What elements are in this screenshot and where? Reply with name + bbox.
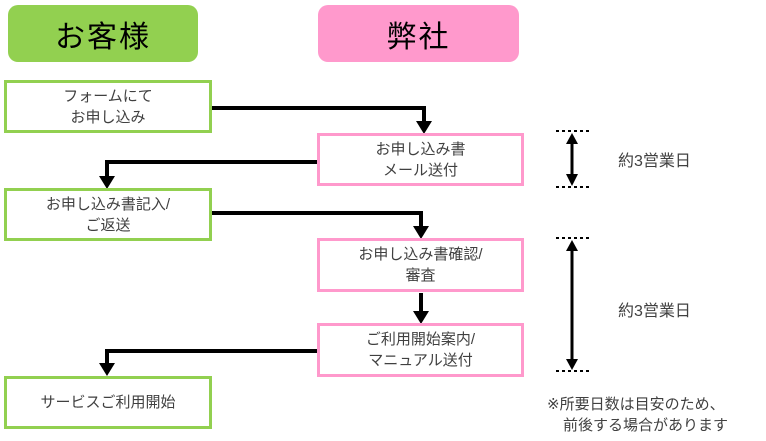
step-service-start: サービスご利用開始 <box>4 376 212 429</box>
arrow-company3-to-customer3 <box>99 349 317 376</box>
duration-label-1: 約3営業日 <box>618 153 691 170</box>
step-form-application: フォームにて お申し込み <box>4 80 212 133</box>
customer-lane-label: お客様 <box>55 20 151 54</box>
step-confirm-and-review: お申し込み書確認/ 審査 <box>317 238 524 292</box>
footnote-line-2: 前後する場合があります <box>563 417 729 434</box>
arrow-company2-to-company3 <box>413 293 429 324</box>
step-text-line: マニュアル送付 <box>368 352 473 369</box>
step-fill-and-return-form: お申し込み書記入/ ご返送 <box>4 188 212 241</box>
step-text-line: メール送付 <box>382 161 458 179</box>
step-text-line: サービスご利用開始 <box>40 394 176 411</box>
step-text-line: お申し込み書確認/ <box>358 246 483 263</box>
step-text-line: お申し込み <box>70 108 146 126</box>
arrow-customer2-to-company2 <box>212 211 429 239</box>
duration-measure-2 <box>556 237 591 372</box>
step-text-line: お申し込み書記入/ <box>45 195 171 213</box>
arrow-company1-to-customer2 <box>99 160 317 189</box>
footnote-line-1: ※所要日数は目安のため、 <box>547 396 725 413</box>
step-start-guide-and-manual: ご利用開始案内/ マニュアル送付 <box>317 323 524 377</box>
company-lane-header: 弊社 <box>318 5 519 62</box>
step-text-line: お申し込み書 <box>375 140 466 158</box>
step-text-line: ご利用開始案内/ <box>365 331 476 348</box>
duration-measure-1 <box>556 130 591 188</box>
step-send-application-mail: お申し込み書 メール送付 <box>317 133 524 186</box>
duration-label-2: 約3営業日 <box>618 303 691 320</box>
arrow-customer1-to-company1 <box>212 106 432 134</box>
step-text-line: 審査 <box>405 267 436 284</box>
customer-lane-header: お客様 <box>8 5 198 62</box>
footnote: ※所要日数は目安のため、 前後する場合があります <box>547 394 728 436</box>
step-text-line: ご返送 <box>85 216 131 234</box>
company-lane-label: 弊社 <box>386 20 451 54</box>
step-text-line: フォームにて <box>63 87 153 105</box>
